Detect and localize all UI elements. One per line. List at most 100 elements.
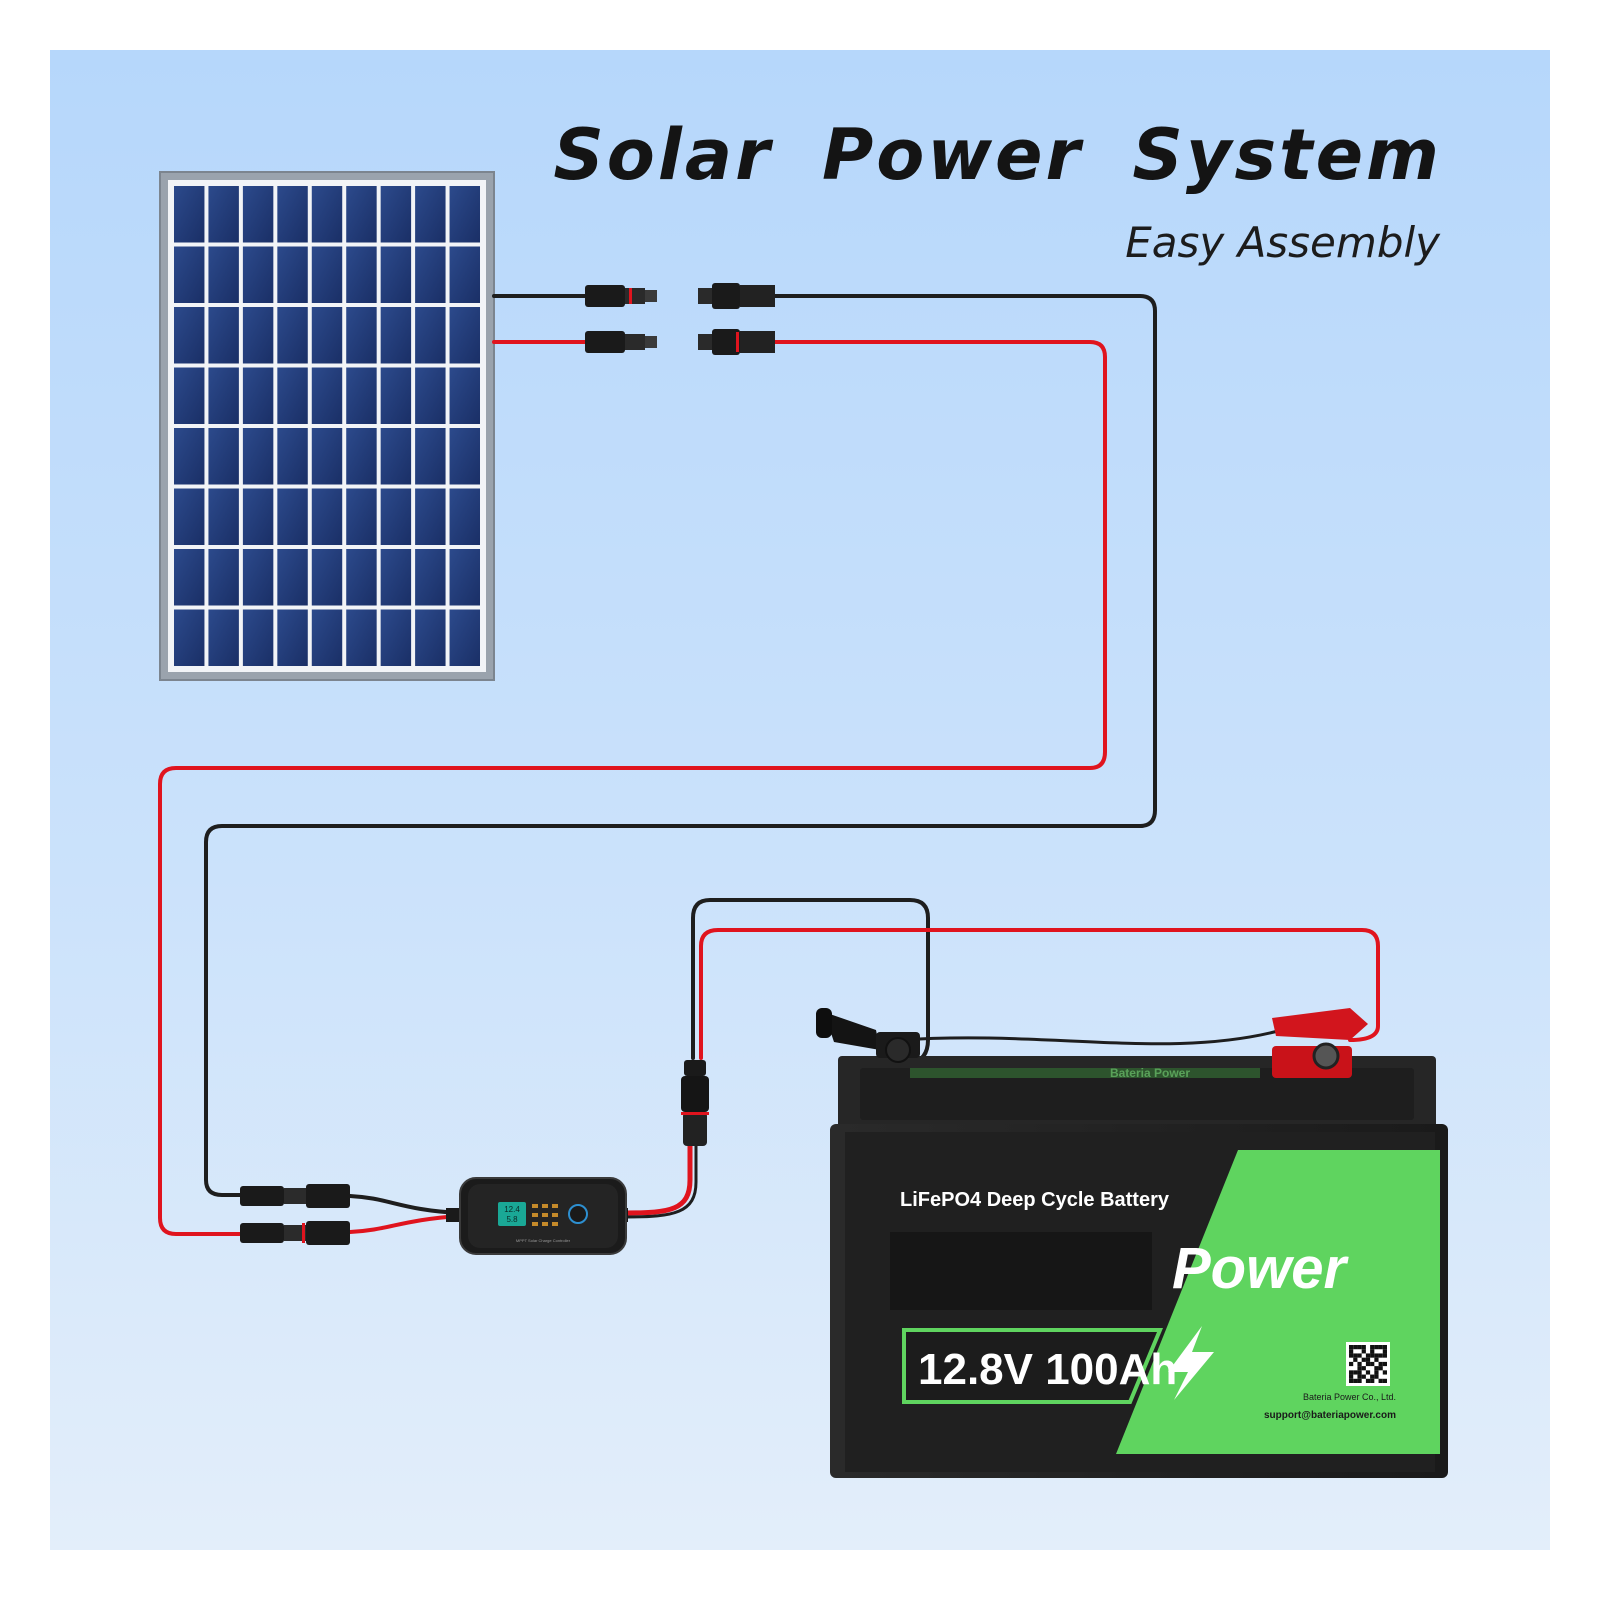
mc4-connector-male-black (585, 285, 657, 307)
qr-module (1382, 1370, 1387, 1375)
solar-cell (311, 246, 343, 303)
solar-cell (208, 307, 239, 364)
wires (158, 294, 1380, 1236)
qr-module (1361, 1349, 1366, 1354)
solar-cell (208, 246, 239, 303)
solar-cell (380, 367, 412, 424)
positive-clamp (1272, 1008, 1368, 1078)
qr-module (1349, 1361, 1354, 1367)
solar-cell (277, 186, 308, 243)
solar-cell (208, 186, 239, 243)
qr-module (1349, 1345, 1354, 1350)
solar-cell (208, 549, 239, 606)
solar-cell (415, 307, 446, 364)
solar-cell (346, 609, 377, 666)
qr-module (1357, 1366, 1362, 1371)
qr-module (1353, 1370, 1358, 1375)
solar-cell (449, 246, 480, 303)
negative-wire-to-controller (348, 1194, 462, 1215)
solar-cell (277, 488, 308, 545)
battery-company: Bateria Power Co., Ltd. (1303, 1392, 1396, 1402)
solar-cell (311, 609, 343, 666)
solar-cell (311, 367, 343, 424)
solar-cell (277, 549, 308, 606)
solar-cell (449, 307, 480, 364)
qr-module (1365, 1353, 1371, 1358)
qr-module (1382, 1361, 1387, 1367)
qr-module (1374, 1345, 1379, 1350)
qr-module (1357, 1361, 1362, 1367)
qr-module (1378, 1378, 1383, 1383)
solar-cell (174, 307, 205, 364)
solar-cell (311, 428, 343, 485)
wiring-diagram: 12.4 5.8 MPPT Solar Charge Controller Ba… (158, 171, 1448, 1478)
solar-panel (159, 171, 495, 681)
mode-button-icon[interactable] (568, 1204, 588, 1224)
qr-module (1374, 1374, 1379, 1379)
battery-email: support@bateriapower.com (1264, 1410, 1396, 1421)
solar-cell (449, 549, 480, 606)
qr-module (1370, 1378, 1375, 1383)
solar-cell (208, 428, 239, 485)
qr-module (1365, 1370, 1371, 1375)
qr-module (1361, 1374, 1366, 1379)
page-title: Solar Power System (553, 114, 1442, 196)
solar-cell (277, 367, 308, 424)
negative-wire-extension (204, 294, 1157, 1197)
qr-module (1361, 1345, 1366, 1350)
solar-cell (174, 549, 205, 606)
status-leds (532, 1204, 558, 1226)
solar-cell (242, 428, 274, 485)
qr-module (1353, 1357, 1358, 1362)
solar-cell (242, 549, 274, 606)
mc4-connector-female-red (698, 329, 775, 355)
solar-cell (380, 609, 412, 666)
qr-module (1365, 1361, 1371, 1367)
qr-module (1370, 1361, 1375, 1367)
battery-top-brand: Bateria Power (1110, 1066, 1190, 1080)
positive-wire-to-controller (348, 1214, 462, 1234)
solar-cell (449, 186, 480, 243)
solar-cell (415, 246, 446, 303)
solar-cell (277, 307, 308, 364)
qr-module (1370, 1345, 1375, 1350)
negative-terminal (816, 1008, 920, 1063)
qr-module (1349, 1353, 1354, 1358)
solar-cell (311, 549, 343, 606)
solar-cell (415, 428, 446, 485)
qr-module (1378, 1361, 1383, 1367)
qr-module (1365, 1378, 1371, 1383)
solar-cell (242, 488, 274, 545)
solar-cell (346, 307, 377, 364)
solar-cell (380, 428, 412, 485)
solar-cell (380, 549, 412, 606)
solar-cell (415, 609, 446, 666)
solar-cell (174, 488, 205, 545)
battery: Bateria Power LiFePO4 Deep Cycle Battery… (816, 1008, 1448, 1478)
qr-module (1374, 1366, 1379, 1371)
sae-connector (681, 1060, 709, 1146)
battery-spec: 12.8V 100Ah (918, 1345, 1177, 1394)
qr-module (1357, 1374, 1362, 1379)
solar-cell (415, 549, 446, 606)
qr-module (1361, 1366, 1366, 1371)
solar-cell (242, 186, 274, 243)
qr-module (1349, 1378, 1354, 1383)
mc4-connector-set-top (585, 283, 775, 355)
lightning-bolt-icon (1168, 1326, 1214, 1400)
solar-cell (380, 186, 412, 243)
solar-cell (380, 246, 412, 303)
qr-module (1365, 1357, 1371, 1362)
solar-cell (449, 367, 480, 424)
qr-module (1361, 1357, 1366, 1362)
mc4-connector-female-black (698, 283, 775, 309)
solar-cell (415, 367, 446, 424)
controller-lcd (498, 1202, 526, 1226)
solar-cell (449, 428, 480, 485)
solar-cell (346, 186, 377, 243)
positive-wire-to-clamp (699, 928, 1380, 1060)
qr-module (1378, 1353, 1383, 1358)
solar-cell (174, 428, 205, 485)
mc4-connector-male-red (585, 331, 657, 353)
page-subtitle: Easy Assembly (1125, 218, 1440, 267)
